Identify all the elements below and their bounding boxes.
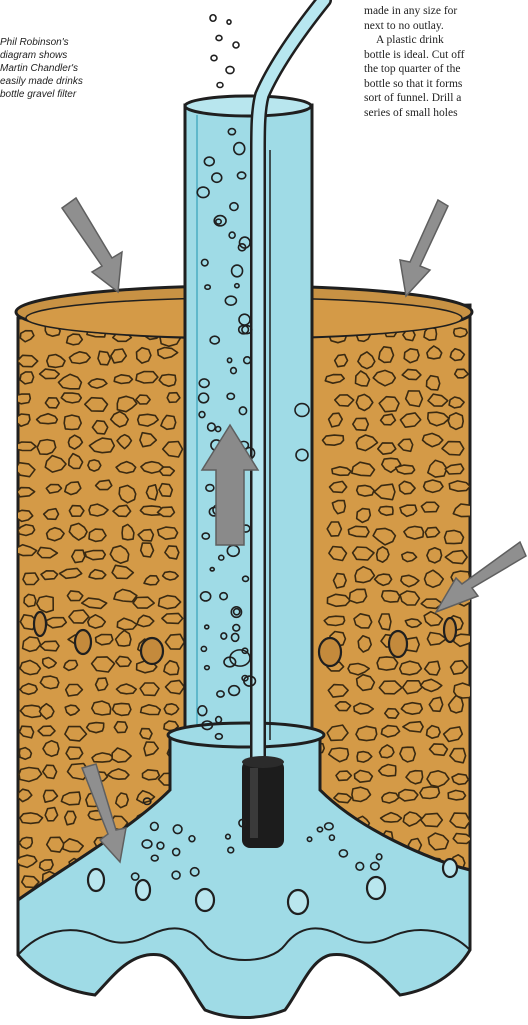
pointer-arrow-icon <box>400 200 448 296</box>
tube-collar <box>168 723 324 747</box>
air-bubble-icon <box>233 42 239 48</box>
air-bubble-icon <box>216 35 222 40</box>
air-bubble-icon <box>227 20 231 24</box>
uplift-tube <box>185 105 312 735</box>
pointer-arrow-icon <box>62 198 122 292</box>
air-bubble-icon <box>211 55 217 60</box>
air-bubble-icon <box>226 66 234 73</box>
pump-icon <box>242 756 284 848</box>
air-bubble-icon <box>210 15 216 21</box>
air-bubble-icon <box>217 82 223 87</box>
